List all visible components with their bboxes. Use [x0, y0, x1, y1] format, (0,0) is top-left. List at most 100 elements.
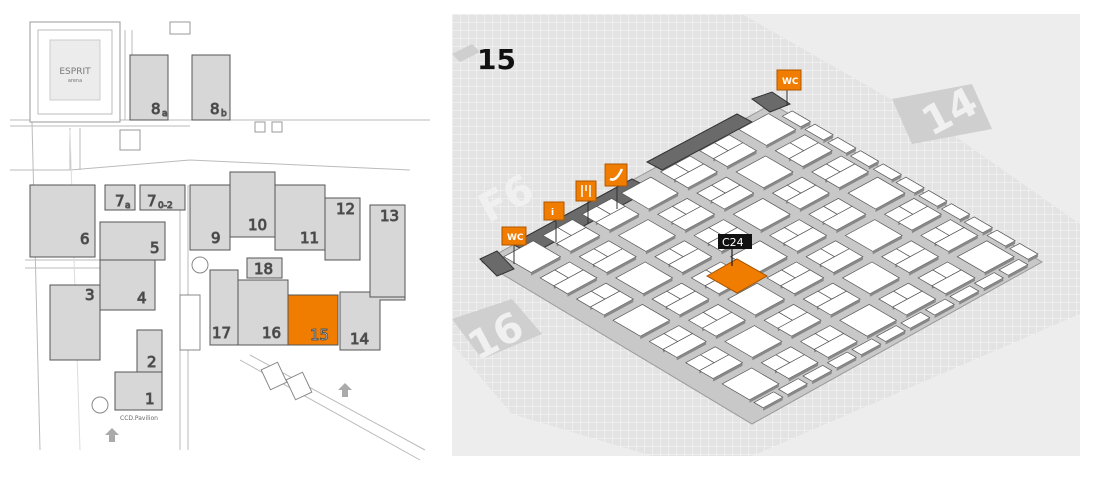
stand-block-side: [797, 235, 827, 255]
stand-block-side: [812, 370, 832, 385]
stand-block-side: [983, 277, 1004, 292]
stand-block[interactable]: [612, 303, 671, 337]
hall-8a[interactable]: 8 a: [129, 54, 169, 121]
hall-10[interactable]: 10: [229, 171, 276, 238]
wc-icon-2[interactable]: WC: [776, 69, 802, 106]
stand-block-side: [885, 330, 906, 345]
stand-block-side: [891, 174, 902, 183]
stand-block[interactable]: [819, 248, 864, 274]
hall-13[interactable]: 13: [369, 204, 406, 298]
hall-14[interactable]: 14: [339, 291, 406, 351]
stand-block[interactable]: [592, 248, 637, 274]
stand-block[interactable]: [774, 354, 819, 380]
stand-block[interactable]: [847, 176, 906, 210]
stand-block[interactable]: [827, 137, 857, 154]
stand-block-side: [861, 344, 881, 358]
stand-block[interactable]: [555, 227, 601, 252]
stand-block-side: [787, 383, 808, 398]
svg-text:b: b: [221, 109, 227, 119]
stand-block-side: [755, 299, 785, 318]
stand-block-side: [872, 235, 903, 255]
hall-4[interactable]: 4: [99, 259, 156, 311]
stand-block[interactable]: [804, 123, 834, 141]
stand-block-side: [948, 235, 978, 255]
hall-18[interactable]: 18: [246, 257, 283, 279]
svg-text:16: 16: [262, 324, 281, 342]
svg-text:8: 8: [151, 100, 161, 118]
stand-block[interactable]: [777, 311, 822, 337]
stand-block[interactable]: [662, 333, 707, 358]
hall-12[interactable]: 12: [324, 197, 361, 261]
stand-block-side: [682, 256, 712, 276]
stand-block-side: [911, 214, 942, 234]
hall-3[interactable]: 3: [49, 284, 101, 361]
svg-text:0-2: 0-2: [158, 201, 173, 211]
stand-block[interactable]: [595, 205, 640, 231]
stand-block-side: [799, 193, 830, 212]
hall-16[interactable]: 16: [237, 279, 289, 346]
hall-17[interactable]: 17: [209, 269, 239, 346]
phone-icon[interactable]: [604, 163, 628, 209]
stand-block-side: [984, 256, 1015, 276]
stand-block-side: [869, 277, 900, 297]
svg-text:13: 13: [380, 207, 399, 225]
svg-text:C24: C24: [722, 236, 744, 249]
stand-block-side: [800, 121, 811, 130]
stand-block-side: [713, 362, 743, 382]
stand-block[interactable]: [589, 290, 635, 316]
svg-text:10: 10: [248, 216, 267, 234]
hall-15-highlighted[interactable]: 15: [287, 294, 339, 346]
svg-text:9: 9: [211, 229, 221, 247]
svg-text:a: a: [162, 109, 168, 119]
stand-block-side: [1008, 264, 1028, 279]
stand-block[interactable]: [553, 269, 598, 295]
stand-block-side: [645, 235, 676, 255]
stand-block[interactable]: [665, 290, 710, 316]
wc-icon[interactable]: WC: [501, 226, 527, 264]
stand-block[interactable]: [816, 290, 861, 316]
stand-block[interactable]: [620, 176, 679, 210]
stand-block-side: [836, 357, 857, 371]
service-signs: WC i WC: [501, 69, 802, 264]
info-icon[interactable]: i: [543, 201, 565, 242]
stand-block[interactable]: [895, 176, 925, 194]
hall-7-0-2[interactable]: 7 0-2: [139, 184, 186, 212]
svg-text:6: 6: [80, 230, 90, 248]
stand-block-side: [606, 256, 637, 276]
hall-5[interactable]: 5: [99, 221, 166, 261]
stand-block[interactable]: [844, 219, 903, 252]
stand-block[interactable]: [617, 219, 677, 252]
hall-11[interactable]: 11: [274, 184, 326, 251]
stand-block-side: [906, 299, 936, 318]
stand-block-side: [875, 193, 905, 212]
hall-6[interactable]: 6: [29, 184, 96, 258]
svg-text:3: 3: [85, 286, 95, 304]
stand-block[interactable]: [788, 142, 833, 168]
stand-c24[interactable]: C24: [705, 234, 769, 294]
stand-block[interactable]: [721, 367, 780, 401]
svg-text:5: 5: [150, 239, 160, 257]
stand-block[interactable]: [872, 163, 903, 181]
stand-block-side: [640, 320, 670, 340]
stand-block[interactable]: [849, 150, 880, 168]
esprit-arena[interactable]: ESPRIT arena: [29, 21, 121, 123]
hall-2[interactable]: 2: [136, 329, 163, 373]
stand-block[interactable]: [918, 190, 948, 207]
hall-7a[interactable]: 7 a: [104, 184, 136, 212]
hall-9[interactable]: 9: [189, 184, 231, 251]
hall-8b[interactable]: 8 b: [191, 54, 231, 121]
restaurant-icon[interactable]: [575, 180, 597, 224]
hall-title: 15: [452, 43, 516, 76]
stand-block[interactable]: [735, 155, 794, 189]
stand-block-side: [830, 299, 861, 318]
stand-block[interactable]: [732, 197, 791, 231]
stand-block-side: [910, 317, 930, 332]
stand-block[interactable]: [781, 110, 812, 128]
hall-1[interactable]: 1: [114, 371, 163, 411]
stand-block-side: [749, 383, 779, 403]
svg-text:14: 14: [350, 330, 369, 348]
stand-block-side: [757, 256, 788, 276]
stand-block-side: [945, 277, 975, 297]
stand-block-side: [727, 150, 757, 170]
stand-block-side: [839, 171, 869, 191]
